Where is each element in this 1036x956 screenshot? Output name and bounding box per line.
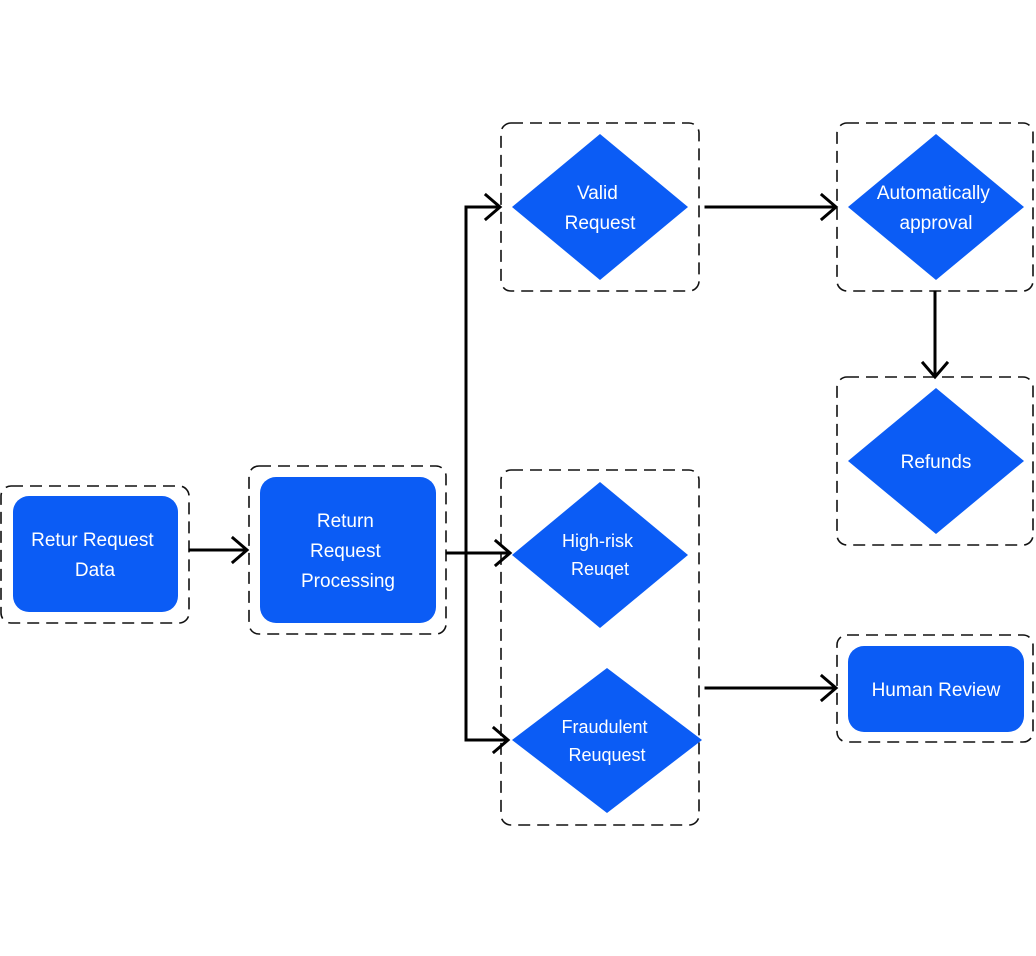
- node-label: High-risk Reuqet: [562, 531, 638, 579]
- arrowhead-to-human-review: [819, 673, 839, 703]
- node-label-line: Request: [310, 541, 381, 562]
- arrowhead-to-high-risk: [493, 538, 513, 568]
- node-retur-request-data[interactable]: Retur Request Data: [13, 496, 178, 612]
- arrowhead-to-valid: [483, 192, 503, 222]
- arrowhead-to-refunds: [920, 360, 950, 380]
- node-label: Retur Request Data: [31, 530, 159, 581]
- node-shape: [512, 134, 688, 280]
- node-label-line: Human Review: [872, 680, 1001, 701]
- frame-valid-request: [500, 122, 700, 292]
- node-label-line: Request: [565, 213, 636, 234]
- node-return-request-processing[interactable]: Return Request Processing: [260, 477, 436, 623]
- node-label-line: Reuquest: [568, 745, 645, 765]
- node-label-line: Retur Request: [31, 530, 154, 551]
- node-label-line: Data: [75, 560, 116, 581]
- node-label: Refunds: [901, 452, 972, 473]
- arrowhead-to-automatic: [819, 192, 839, 222]
- node-label: Automatically approval: [877, 183, 995, 234]
- frame-human-review: [836, 634, 1034, 743]
- arrowhead-to-processing: [230, 535, 250, 565]
- node-shape: [260, 477, 436, 623]
- node-refunds[interactable]: Refunds: [848, 388, 1024, 534]
- node-label: Fraudulent Reuquest: [561, 717, 652, 765]
- node-shape: [848, 134, 1024, 280]
- node-valid-request[interactable]: Valid Request: [512, 134, 688, 280]
- connectors: [188, 192, 950, 755]
- node-shape: [848, 646, 1024, 732]
- frame-return-request-processing: [248, 465, 447, 635]
- node-shape: [512, 482, 688, 628]
- node-label-line: approval: [900, 213, 973, 234]
- node-label-line: Fraudulent: [561, 717, 647, 737]
- frame-risk-and-fraud: [500, 469, 700, 826]
- node-label: Human Review: [872, 680, 1001, 701]
- node-label-line: Reuqet: [571, 559, 629, 579]
- node-automatically-approval[interactable]: Automatically approval: [848, 134, 1024, 280]
- node-fraudulent-request[interactable]: Fraudulent Reuquest: [512, 668, 702, 813]
- node-label-line: Refunds: [901, 452, 972, 473]
- arrowhead-to-fraudulent: [491, 725, 511, 755]
- node-label-line: Processing: [301, 571, 395, 592]
- node-high-risk-request[interactable]: High-risk Reuqet: [512, 482, 688, 628]
- node-label-line: High-risk: [562, 531, 634, 551]
- node-label-line: Return: [317, 511, 374, 532]
- node-shape: [512, 668, 702, 813]
- node-label-line: Automatically: [877, 183, 990, 204]
- node-human-review[interactable]: Human Review: [848, 646, 1024, 732]
- node-shape: [848, 388, 1024, 534]
- node-label: Return Request Processing: [301, 511, 395, 592]
- node-label-line: Valid: [577, 183, 618, 204]
- node-shape: [13, 496, 178, 612]
- frame-retur-request-data: [0, 485, 190, 624]
- node-label: Valid Request: [565, 183, 636, 234]
